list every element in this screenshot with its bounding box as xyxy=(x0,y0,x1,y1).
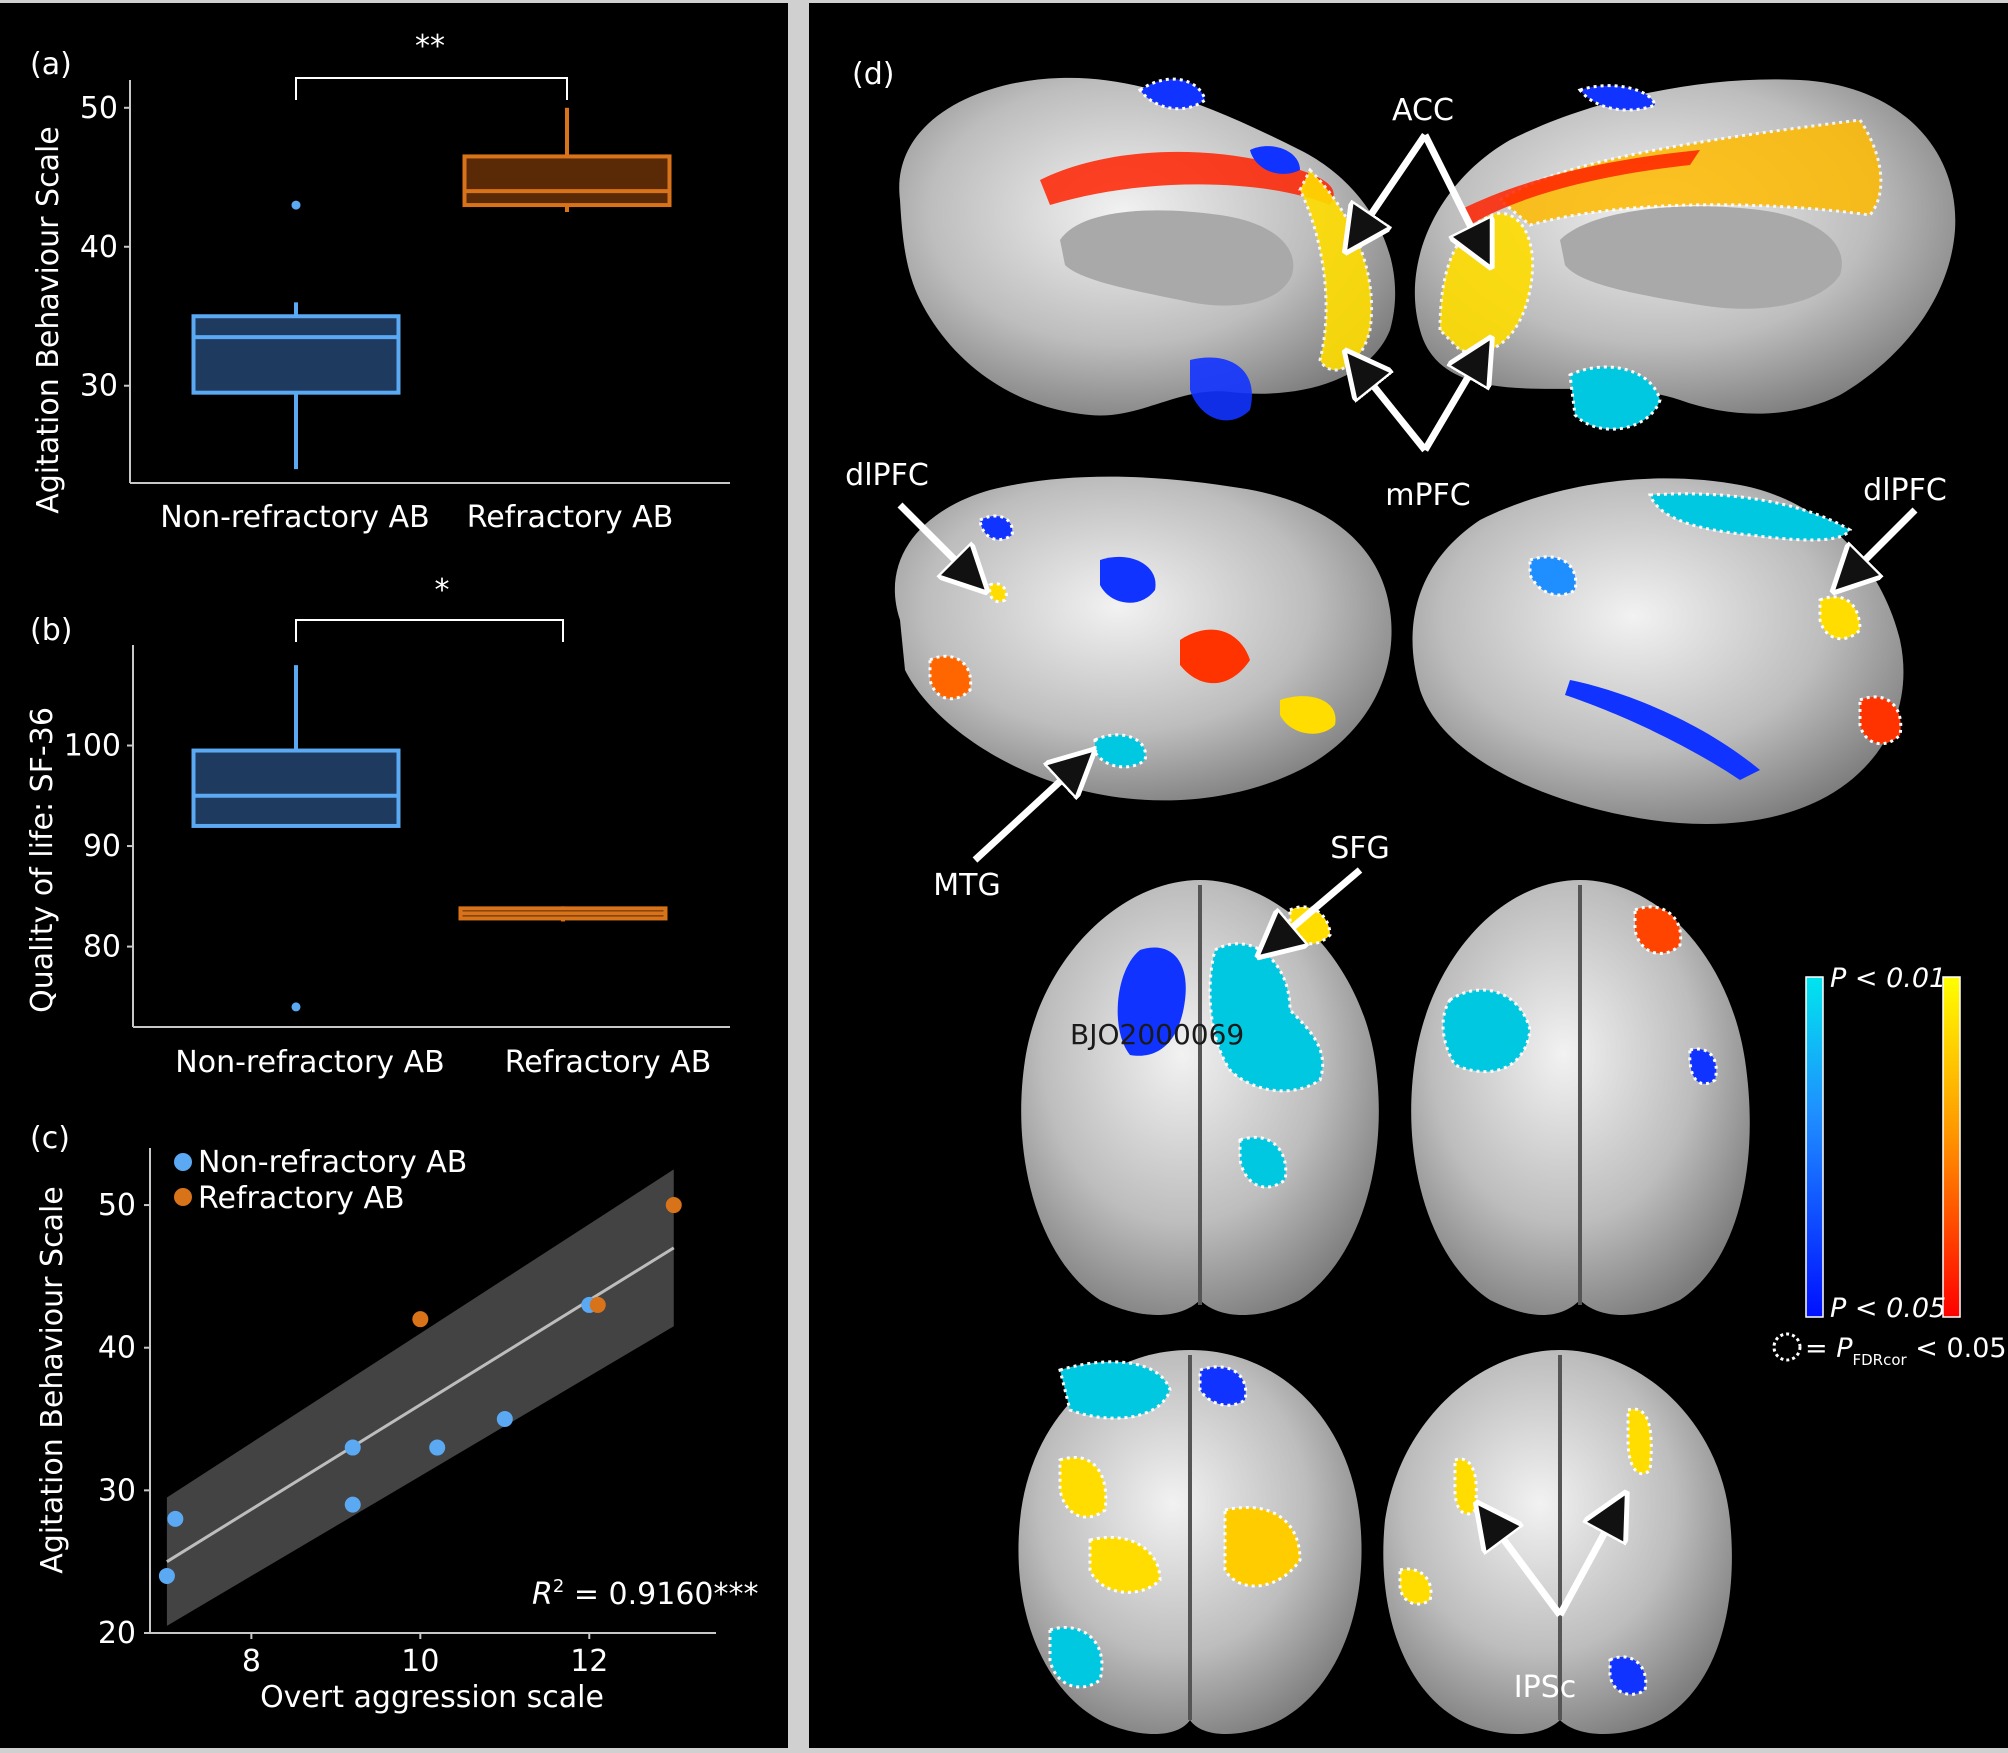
b-outlier-nonrefractory xyxy=(291,1002,301,1012)
b-ytick-label: 80 xyxy=(83,930,121,965)
panel-b-significance-bracket xyxy=(295,619,564,642)
label-ipsc: IPSc xyxy=(1514,1670,1576,1705)
panel-a-boxplot: (a) Agitation Behaviour Scale 30 40 50 Non… xyxy=(30,29,730,535)
arrow-mpfc-left xyxy=(1347,353,1428,453)
a-ytick-label: 40 xyxy=(80,230,118,265)
arrow-dlpfc-left xyxy=(897,502,985,590)
panel-b-label: (b) xyxy=(30,613,72,648)
r2-annotation: R2 = 0.9160*** xyxy=(532,1576,759,1612)
watermark: BJO2000069 xyxy=(1070,1018,1244,1051)
colorbar-bottom-label: P < 0.05 xyxy=(1830,1293,1946,1324)
legend-label-refractory: Refractory AB xyxy=(198,1181,405,1216)
arrow-sfg xyxy=(1260,867,1363,955)
brain-medial-left xyxy=(899,77,1396,421)
panel-a-ylabel: Agitation Behaviour Scale xyxy=(31,126,66,514)
legend-marker-nonrefractory xyxy=(174,1153,192,1171)
panel-b-xlabel-nonrefractory: Non-refractory AB xyxy=(175,1045,444,1080)
colorbar-negative xyxy=(1805,976,1824,1318)
point-nonrefractory xyxy=(429,1439,446,1456)
arrow-acc-right xyxy=(1421,133,1490,265)
panel-c-xlabel: Overt aggression scale xyxy=(260,1680,604,1715)
arrow-mtg xyxy=(972,752,1092,863)
brain-posterior-left xyxy=(1018,1350,1362,1735)
colorbar-top-label: P < 0.01 xyxy=(1830,963,1946,994)
c-ytick-label: 30 xyxy=(98,1473,136,1508)
point-refractory xyxy=(665,1197,682,1214)
panel-b-ylabel: Quality of life: SF-36 xyxy=(25,707,60,1013)
panel-c-ylabel: Agitation Behaviour Scale xyxy=(35,1186,70,1574)
c-ytick-label: 50 xyxy=(98,1188,136,1223)
brain-lateral-right xyxy=(1412,478,1904,824)
label-dlpfc-left: dlPFC xyxy=(845,458,929,493)
c-xtick-label: 12 xyxy=(570,1644,608,1679)
panel-c-label: (c) xyxy=(30,1121,70,1156)
panel-b-boxplot: (b) Quality of life: SF-36 80 90 100 Non-r… xyxy=(25,573,730,1080)
point-nonrefractory xyxy=(344,1439,361,1456)
panel-a-significance-bracket xyxy=(295,77,568,100)
b-ytick-label: 100 xyxy=(64,729,121,764)
c-xtick-label: 10 xyxy=(401,1644,439,1679)
legend-marker-refractory xyxy=(174,1188,192,1206)
label-sfg: SFG xyxy=(1330,831,1390,866)
panel-a-label: (a) xyxy=(30,47,72,82)
point-refractory xyxy=(412,1311,429,1328)
a-ytick-label: 30 xyxy=(80,369,118,404)
a-ytick-label: 50 xyxy=(80,91,118,126)
panel-a-significance: ** xyxy=(415,29,445,64)
panel-b-significance: * xyxy=(435,573,450,608)
point-nonrefractory xyxy=(496,1411,513,1428)
label-dlpfc-right: dlPFC xyxy=(1863,473,1947,508)
colorbar: P < 0.01 P < 0.05 = PFDRcor < 0.05 xyxy=(1772,963,2007,1369)
brain-dorsal-left xyxy=(1021,880,1379,1315)
brain-dorsal-right xyxy=(1411,880,1750,1315)
panel-a-xlabel-nonrefractory: Non-refractory AB xyxy=(160,500,429,535)
c-ytick-label: 40 xyxy=(98,1331,136,1366)
legend-label-nonrefractory: Non-refractory AB xyxy=(198,1145,467,1180)
b-ytick-label: 90 xyxy=(83,829,121,864)
panel-a-xlabel-refractory: Refractory AB xyxy=(467,500,674,535)
a-box-refractory xyxy=(462,154,672,208)
fdr-circle-icon xyxy=(1772,1332,1802,1362)
b-box-nonrefractory xyxy=(191,748,401,828)
point-nonrefractory xyxy=(158,1567,175,1584)
panel-c-scatter: (c) Agitation Behaviour Scale 20 30 40 50 8 1… xyxy=(30,1121,759,1715)
a-outlier-nonrefractory xyxy=(291,200,301,210)
arrow-acc-left xyxy=(1347,133,1428,250)
arrow-ipsc-left xyxy=(1478,1505,1563,1618)
a-box-nonrefractory xyxy=(191,314,401,395)
panel-d-brain-maps: (d) xyxy=(845,57,2007,1735)
label-mpfc: mPFC xyxy=(1385,478,1471,513)
regression-line xyxy=(166,1246,675,1563)
c-xtick-label: 8 xyxy=(242,1644,261,1679)
label-acc: ACC xyxy=(1392,93,1454,128)
annotation-arrows xyxy=(897,133,1918,1618)
arrow-dlpfc-right xyxy=(1835,507,1918,590)
point-nonrefractory xyxy=(167,1510,184,1527)
point-refractory xyxy=(589,1296,606,1313)
colorbar-positive xyxy=(1942,976,1961,1318)
panel-b-xlabel-refractory: Refractory AB xyxy=(505,1045,712,1080)
arrow-mpfc-right xyxy=(1421,340,1490,452)
confidence-band xyxy=(166,1169,674,1626)
panel-d-label: (d) xyxy=(852,57,894,92)
brain-lateral-left xyxy=(894,476,1392,801)
arrow-ipsc-right xyxy=(1556,1495,1625,1617)
label-mtg: MTG xyxy=(933,868,1000,903)
point-nonrefractory xyxy=(344,1496,361,1513)
c-ytick-label: 20 xyxy=(98,1616,136,1651)
fdr-legend: = PFDRcor < 0.05 xyxy=(1805,1333,2007,1369)
brain-medial-right xyxy=(1414,79,1956,431)
